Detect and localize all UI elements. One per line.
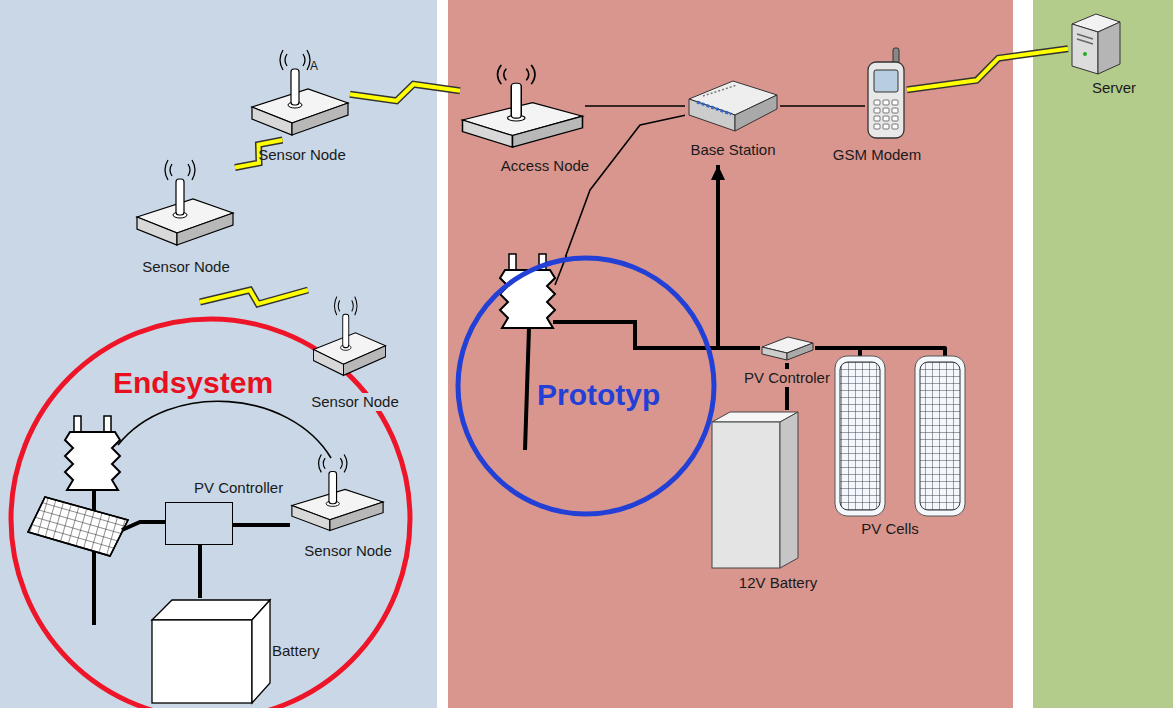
- wire-line: [233, 523, 290, 527]
- node-label: Sensor Node: [142, 258, 230, 276]
- radio-link: [350, 84, 460, 101]
- wire-line: [780, 105, 865, 107]
- server-panel: [1033, 0, 1173, 708]
- node-label: Battery: [272, 642, 320, 660]
- solar-panel: [28, 497, 128, 556]
- sensor-node-icon: [312, 292, 387, 380]
- antenna-cable: [118, 401, 331, 458]
- sensor-node-icon: [135, 155, 235, 250]
- battery-box-icon: [150, 598, 272, 705]
- battery-12v-icon: [710, 410, 800, 570]
- sensor-node: Sensor Node: [135, 155, 235, 250]
- base-station: Base Station: [685, 75, 780, 165]
- access-node-icon: [460, 60, 585, 152]
- node-label: 12V Battery: [739, 574, 817, 592]
- pv-controller-icon: [760, 333, 815, 363]
- sensor-node-icon: [290, 450, 385, 535]
- region-title: Prototyp: [537, 378, 660, 412]
- sensor-node: Sensor Node: [312, 292, 387, 380]
- base-station-icon: [685, 75, 780, 135]
- power-wire: [122, 522, 166, 530]
- pv-cells-icon: [835, 356, 965, 516]
- radio-link-bolt: [200, 290, 308, 304]
- bolt-outline: [350, 84, 460, 101]
- wire-line: [198, 545, 202, 598]
- wire-connector: [233, 525, 290, 526]
- node-label: Sensor Node: [258, 146, 346, 164]
- wire-connector: [711, 165, 760, 348]
- node-label: Sensor Node: [304, 542, 392, 560]
- sensor-node: ASensor Node: [250, 45, 350, 140]
- access-node: Access Node: [460, 60, 585, 152]
- gsm-modem: GSM Modem: [865, 48, 907, 140]
- node-label: PV Controler: [742, 369, 832, 387]
- node-label: Base Station: [690, 141, 775, 159]
- solar-panel-grid: [28, 497, 128, 556]
- pv-controller: PV Controler: [760, 333, 815, 363]
- node-label: Server: [1092, 79, 1136, 97]
- sensor-node: Sensor Node: [290, 450, 385, 535]
- wire-connector: [815, 348, 945, 356]
- node-label: Sensor Node: [309, 393, 401, 411]
- wire-connector: [585, 106, 685, 107]
- power-wire: [553, 322, 712, 348]
- battery-12v: 12V Battery: [710, 410, 800, 570]
- pv-controller-box: PV Controller: [165, 502, 233, 545]
- radio-link-bolt: [200, 290, 308, 304]
- radio-link: [907, 49, 1068, 90]
- server-icon: [1068, 10, 1123, 75]
- arrow-head: [711, 165, 725, 180]
- wire-line: [815, 348, 945, 356]
- endsystem-circle: EndsystemPV ControllerSensor NodeBattery: [8, 330, 413, 708]
- bolt-outline: [907, 49, 1068, 90]
- bolt-fill: [907, 49, 1068, 90]
- wire-line: [718, 165, 760, 348]
- bolt-fill: [350, 84, 460, 101]
- sensor-node-icon: [250, 45, 350, 140]
- node-label: PV Cells: [861, 520, 919, 538]
- battery-box: Battery: [150, 598, 272, 705]
- gsm-modem-icon: [865, 48, 907, 140]
- node-label: A: [310, 59, 318, 73]
- wire-connector: [200, 545, 201, 598]
- node-label: GSM Modem: [833, 146, 921, 164]
- pv-cells: PV Cells: [835, 356, 965, 516]
- node-label: Access Node: [501, 157, 589, 175]
- prototype-circle: Prototyp: [455, 255, 717, 517]
- server: Server: [1068, 10, 1123, 75]
- wire-connector: [566, 115, 686, 256]
- wire-line: [585, 105, 685, 107]
- wire-line: [566, 115, 686, 256]
- region-title: Endsystem: [113, 366, 273, 400]
- node-label: PV Controller: [194, 479, 283, 497]
- wire-connector: [780, 106, 865, 107]
